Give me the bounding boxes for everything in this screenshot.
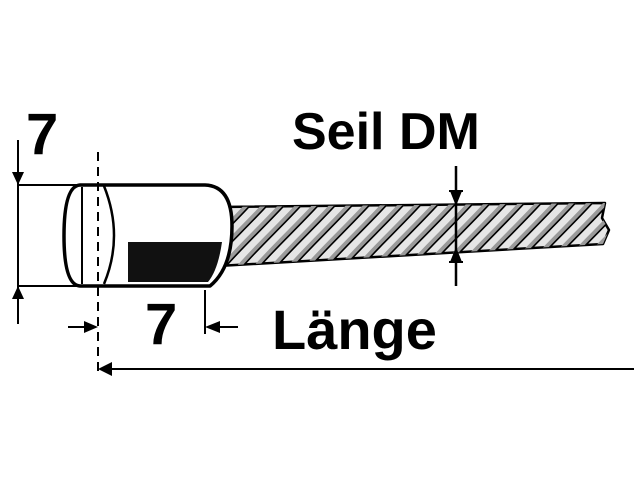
strand-line	[612, 198, 640, 272]
arrow-left-icon	[205, 321, 220, 333]
arrow-down-icon	[12, 172, 24, 185]
nipple-end-face	[102, 185, 116, 285]
dimension-total-length	[98, 362, 634, 376]
strand-shade	[607, 203, 609, 266]
nipple	[62, 183, 234, 288]
arrow-right-icon	[84, 321, 98, 333]
strand-shade	[626, 198, 640, 272]
strand-line	[218, 203, 275, 266]
dimension-nipple-diameter	[12, 140, 82, 324]
dimension-cable-diameter	[449, 166, 463, 286]
nipple-shadow	[128, 242, 222, 282]
nipple-diameter-label: 7	[26, 102, 59, 167]
arrow-left-icon	[98, 362, 112, 376]
dimension-nipple-length	[68, 290, 238, 334]
strand-line	[629, 198, 640, 272]
cable-diameter-label: Seil DM	[292, 103, 480, 161]
arrow-up-icon	[12, 286, 24, 299]
total-length-label: Länge	[272, 298, 437, 361]
nipple-length-label: 7	[145, 292, 178, 357]
arrow-down-icon	[450, 191, 462, 206]
arrow-up-icon	[450, 247, 462, 262]
